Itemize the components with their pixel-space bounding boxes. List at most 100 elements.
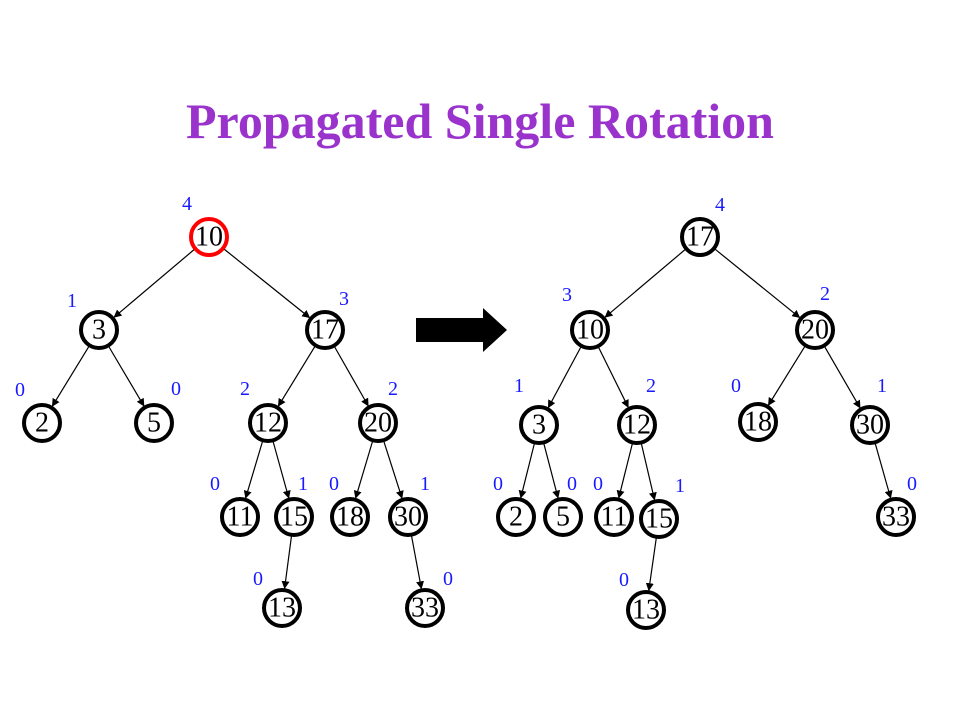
node-key: 10 — [195, 222, 223, 253]
tree-node-before-13: 130 — [253, 568, 302, 628]
node-circle — [134, 403, 174, 443]
tree-edge-before-b20-b18 — [353, 440, 374, 499]
tree-edge-after-a20-a30 — [823, 345, 861, 409]
right-arrow-icon — [416, 308, 507, 352]
node-height-label: 0 — [493, 473, 503, 495]
tree-node-after-33: 330 — [876, 473, 917, 537]
node-key: 5 — [147, 408, 161, 439]
node-key: 3 — [532, 410, 546, 441]
node-circle — [519, 405, 559, 445]
node-circle — [248, 403, 288, 443]
node-key: 15 — [280, 502, 308, 533]
node-height-label: 3 — [562, 284, 572, 306]
node-height-label: 3 — [339, 288, 349, 310]
tree-edge-before-b20-b30 — [382, 439, 404, 499]
node-height-label: 1 — [514, 375, 524, 397]
node-circle — [274, 497, 314, 537]
tree-node-before-15: 151 — [274, 473, 314, 537]
node-height-label: 0 — [619, 569, 629, 591]
tree-edge-after-a3-a5 — [542, 442, 561, 499]
node-key: 13 — [632, 595, 660, 626]
node-key: 20 — [801, 315, 829, 346]
node-circle — [876, 497, 916, 537]
node-circle — [850, 405, 890, 445]
node-key: 18 — [336, 502, 364, 533]
tree-edge-before-b12-b15 — [272, 440, 291, 499]
node-height-label: 0 — [210, 473, 220, 495]
node-circle — [626, 590, 666, 630]
tree-node-before-33: 330 — [405, 568, 453, 628]
tree-node-after-20: 202 — [795, 283, 835, 350]
tree-node-after-15: 151 — [639, 475, 685, 539]
node-key: 17 — [686, 222, 714, 253]
node-height-label: 2 — [646, 375, 656, 397]
node-circle — [570, 310, 610, 350]
node-key: 2 — [35, 408, 49, 439]
node-height-label: 0 — [593, 473, 603, 495]
node-key: 12 — [623, 410, 651, 441]
tree-node-before-10: 104 — [182, 193, 229, 257]
tree-node-after-10: 103 — [562, 284, 610, 350]
node-key: 33 — [882, 502, 910, 533]
node-key: 12 — [254, 408, 282, 439]
node-circle — [330, 497, 370, 537]
tree-edge-after-a17-a20 — [713, 247, 801, 319]
node-circle — [405, 588, 445, 628]
node-key: 3 — [92, 315, 106, 346]
node-circle — [680, 217, 720, 257]
node-circle — [795, 310, 835, 350]
node-circle — [79, 310, 119, 350]
node-height-label: 2 — [820, 283, 830, 305]
node-height-label: 1 — [67, 290, 77, 312]
tree-node-before-20: 202 — [358, 378, 398, 443]
node-height-label: 0 — [443, 568, 453, 590]
tree-node-before-2: 20 — [15, 379, 62, 443]
node-key: 5 — [556, 502, 570, 533]
tree-edge-after-a15-a13 — [645, 536, 658, 592]
tree-edge-before-b12-b11 — [243, 440, 264, 499]
tree-edge-before-b10-b17 — [222, 247, 311, 319]
tree-node-before-18: 180 — [329, 473, 370, 537]
node-circle — [189, 217, 229, 257]
node-circle — [594, 497, 634, 537]
node-key: 18 — [744, 407, 772, 438]
tree-edge-before-b30-b33 — [410, 534, 424, 590]
node-circle — [617, 405, 657, 445]
node-height-label: 0 — [731, 375, 741, 397]
node-key: 33 — [411, 593, 439, 624]
node-circle — [496, 497, 536, 537]
node-key: 30 — [394, 502, 422, 533]
node-circle — [262, 588, 302, 628]
tree-edge-after-a20-a18 — [768, 344, 807, 406]
tree-node-after-18: 180 — [731, 375, 778, 442]
node-height-label: 0 — [15, 379, 25, 401]
node-height-label: 4 — [715, 194, 725, 216]
node-circle — [22, 403, 62, 443]
tree-edge-before-b17-b20 — [333, 345, 369, 407]
tree-edge-after-a10-a3 — [547, 345, 583, 409]
node-height-label: 2 — [388, 378, 398, 400]
tree-edge-after-a12-a15 — [640, 442, 657, 501]
node-height-label: 0 — [253, 568, 263, 590]
page-title: Propagated Single Rotation — [186, 93, 774, 149]
tree-edge-after-a12-a11 — [616, 442, 634, 499]
tree-edge-before-b3-b2 — [51, 345, 91, 407]
node-key: 17 — [311, 315, 339, 346]
tree-edge-after-a3-a2 — [518, 442, 536, 499]
tree-edge-after-a17-a10 — [604, 248, 687, 318]
tree-node-before-11: 110 — [210, 473, 260, 537]
node-height-label: 4 — [182, 193, 192, 215]
tree-edge-before-b3-b5 — [107, 345, 145, 407]
tree-node-after-17: 174 — [680, 194, 725, 257]
node-circle — [639, 499, 679, 539]
tree-edge-before-b17-b12 — [277, 345, 317, 407]
tree-node-before-12: 122 — [240, 378, 288, 443]
node-circle — [388, 497, 428, 537]
tree-node-after-30: 301 — [850, 375, 890, 445]
node-height-label: 1 — [877, 375, 887, 397]
node-circle — [738, 402, 778, 442]
node-key: 11 — [601, 502, 628, 533]
tree-edge-before-b15-b13 — [281, 534, 293, 590]
tree-edge-after-a10-a12 — [597, 345, 629, 408]
